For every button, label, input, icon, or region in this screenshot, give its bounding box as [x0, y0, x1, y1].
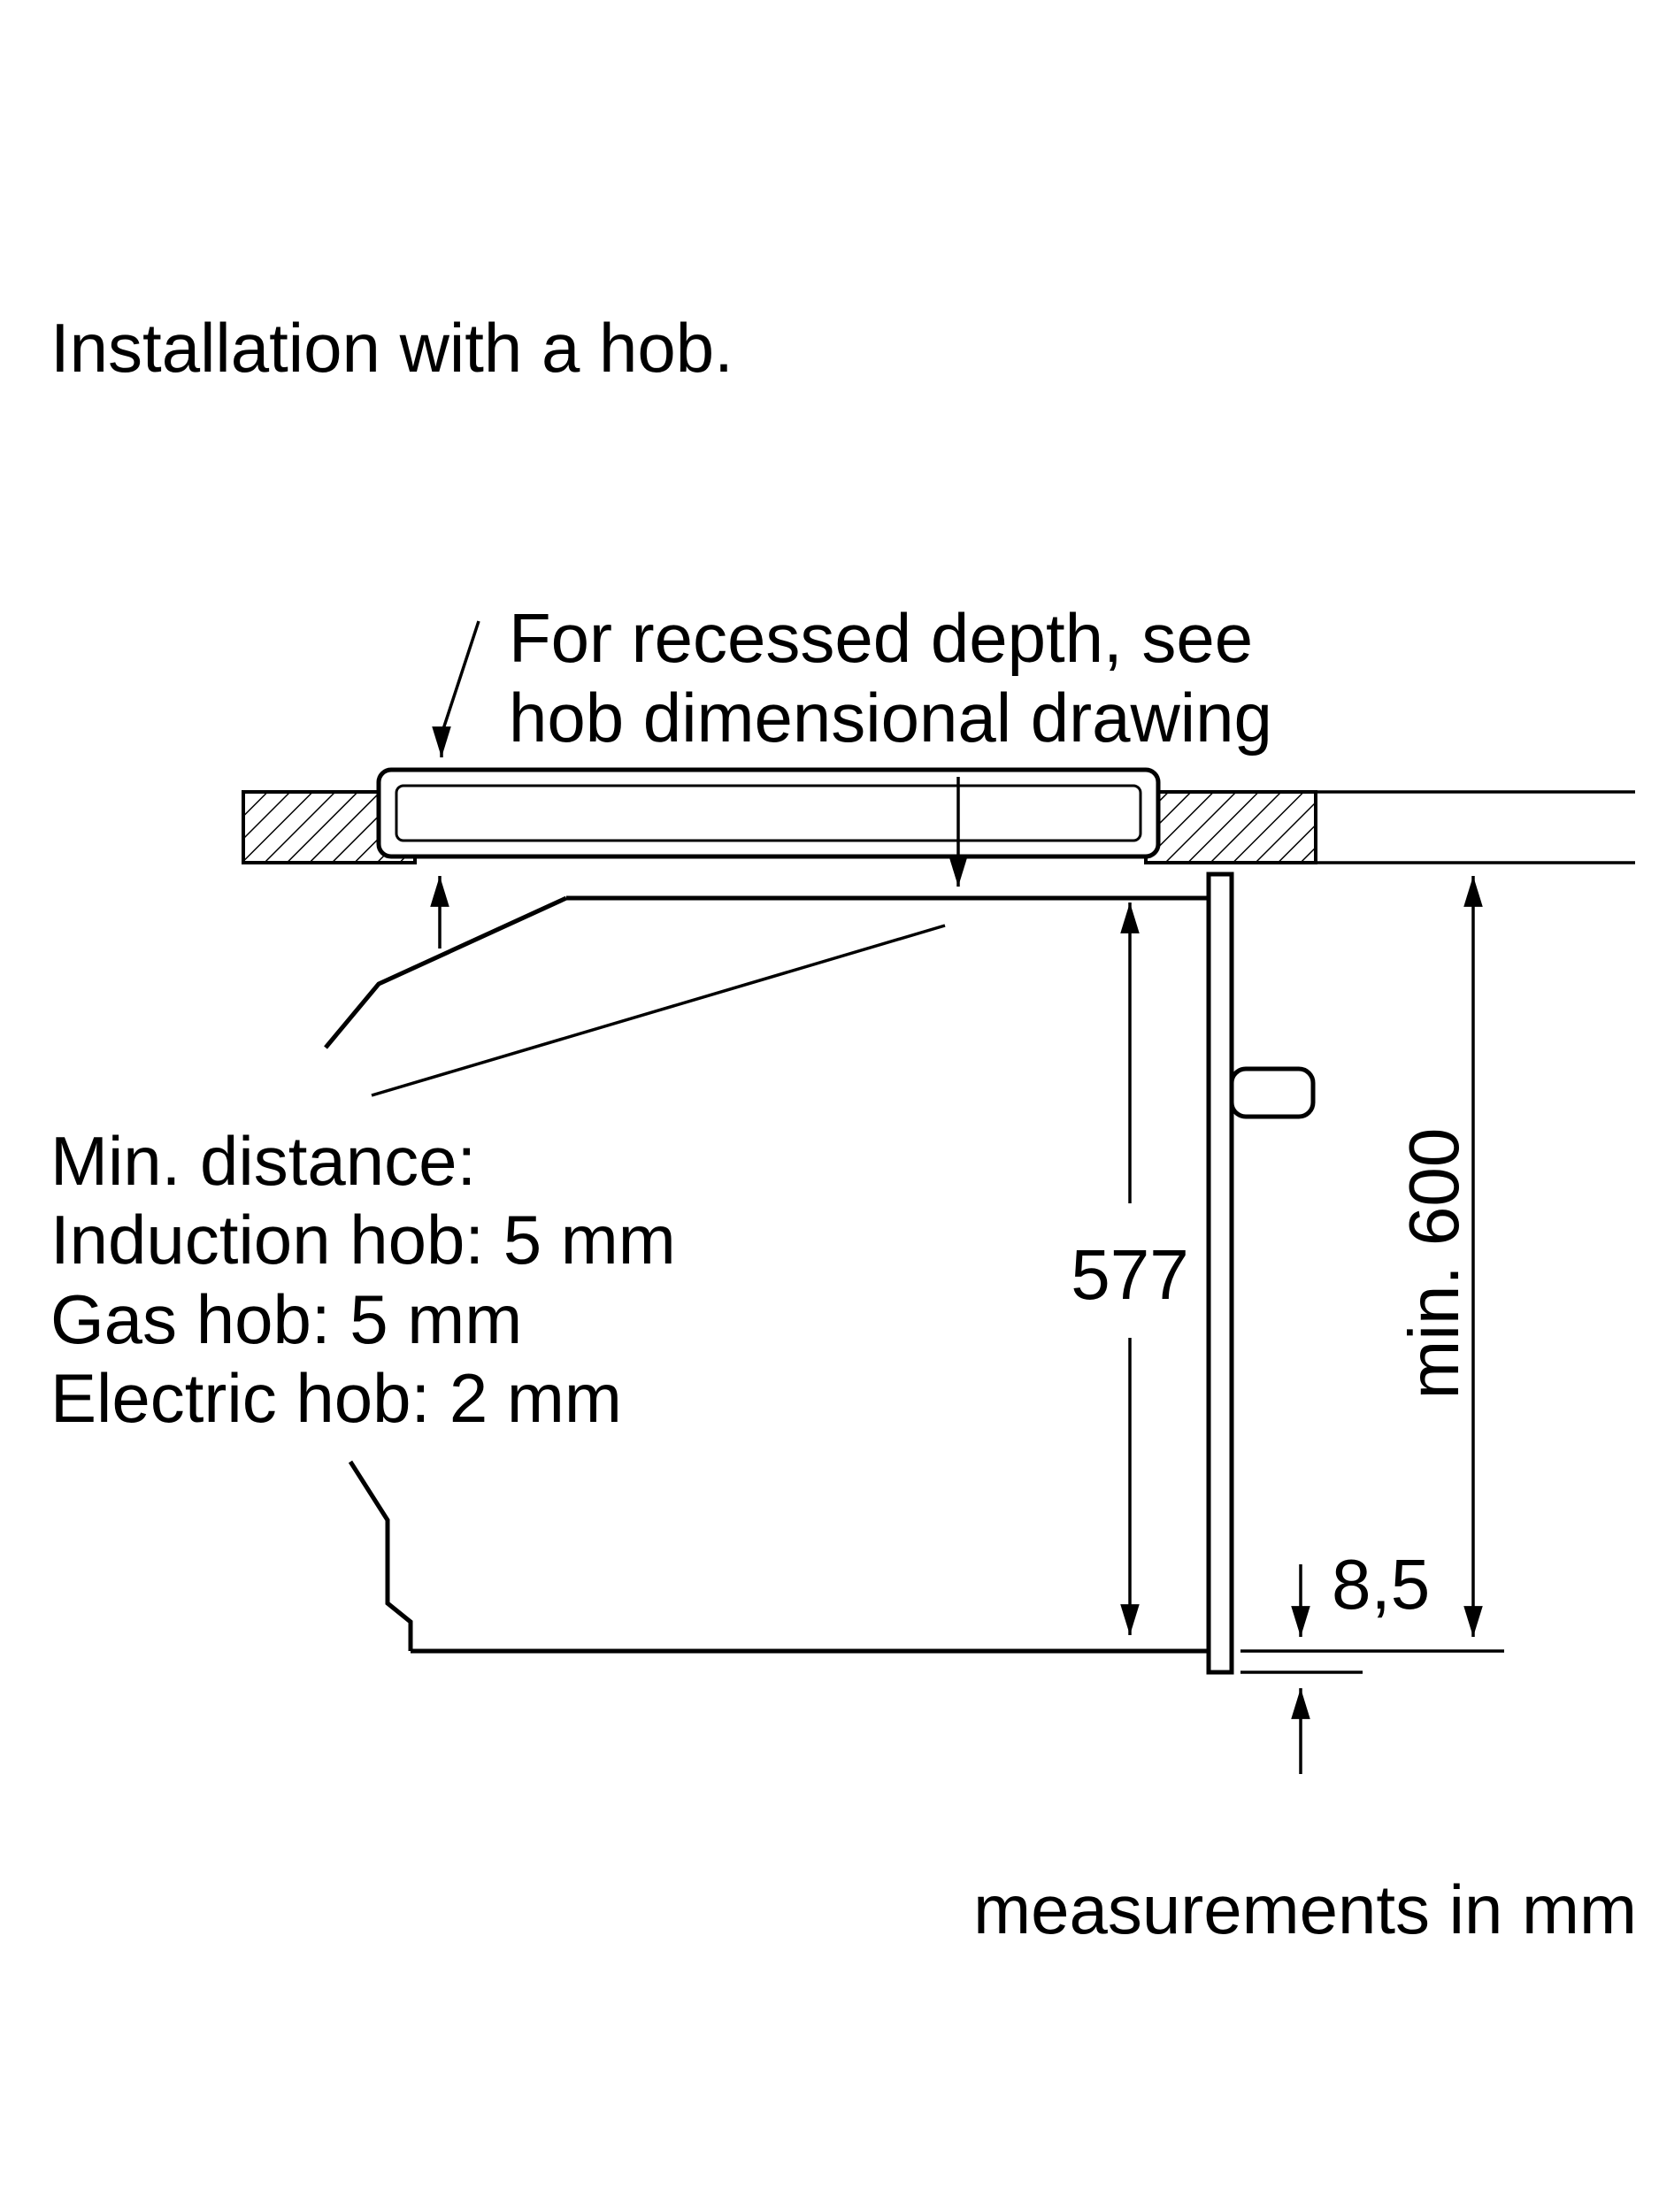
hob-outline — [376, 767, 1161, 859]
worktop-right-section — [1144, 790, 1317, 864]
min-distance-item-gas: Gas hob: 5 mm — [50, 1280, 522, 1358]
dim-min600-label: min. 600 — [1394, 1128, 1473, 1400]
min-distance-heading: Min. distance: — [50, 1122, 476, 1200]
recessed-depth-callout-line2: hob dimensional drawing — [509, 679, 1272, 757]
cabinet-break-line-top — [324, 895, 568, 1049]
min-distance-leader-line — [371, 924, 946, 1097]
recessed-depth-leader-arrow — [432, 620, 480, 757]
units-note: measurements in mm — [973, 1870, 1637, 1948]
oven-door-handle — [1229, 1066, 1316, 1119]
min-distance-item-electric: Electric hob: 2 mm — [50, 1359, 622, 1437]
page-title: Installation with a hob. — [50, 309, 733, 387]
hob-inner-outline — [395, 784, 1142, 842]
dim-577-label: 577 — [1071, 1235, 1188, 1314]
recessed-depth-callout-line1: For recessed depth, see — [509, 599, 1253, 677]
dim-85-label: 8,5 — [1332, 1545, 1430, 1624]
min-distance-item-induction: Induction hob: 5 mm — [50, 1201, 676, 1279]
oven-door-front — [1206, 872, 1234, 1675]
cabinet-break-line-bottom — [348, 1460, 413, 1651]
